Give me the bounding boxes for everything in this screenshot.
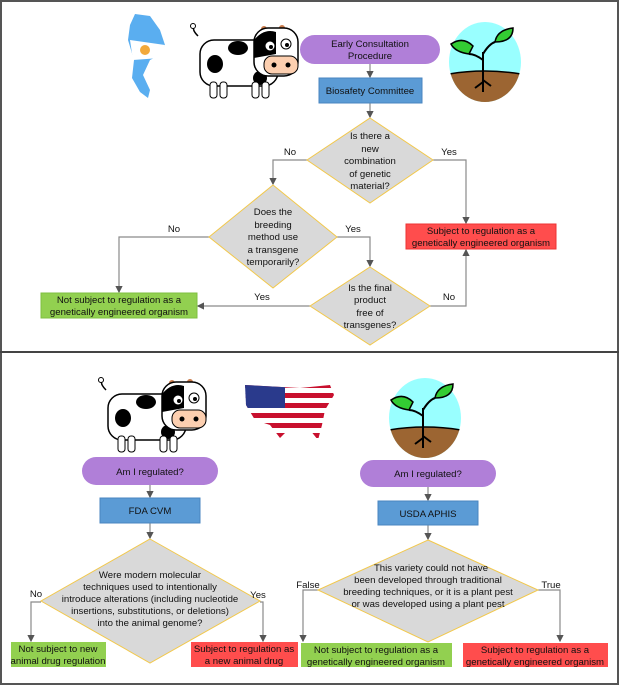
svg-text:Am I regulated?: Am I regulated? <box>116 467 184 478</box>
animal-no-label: No <box>30 589 42 600</box>
start-label: Early Consultation <box>331 39 409 50</box>
q2-yes-label: Yes <box>345 224 361 235</box>
animal-yes-label: Yes <box>250 590 266 601</box>
plant-icon <box>449 22 521 102</box>
fda-cvm-box: FDA CVM <box>99 497 201 524</box>
plant-start-am-i-regulated: Am I regulated? <box>360 460 496 487</box>
usa-flag-map-icon <box>245 385 334 440</box>
q1-no-label: No <box>284 147 296 158</box>
plant-true-label: True <box>541 580 560 591</box>
q1-yes-label: Yes <box>441 147 457 158</box>
biosafety-committee-box: Biosafety Committee <box>318 77 423 104</box>
plant-icon <box>389 378 461 458</box>
q2-no-label: No <box>168 224 180 235</box>
usa-panel: Am I regulated? FDA CVM Were modern mole… <box>11 376 608 668</box>
plant-false-label: False <box>296 580 319 591</box>
cow-icon <box>97 376 207 453</box>
svg-text:FDA CVM: FDA CVM <box>129 506 172 517</box>
svg-text:Subject to regulation asa new: Subject to regulation asa new animal dru… <box>194 644 294 667</box>
q3-no-label: No <box>443 292 455 303</box>
svg-text:USDA APHIS: USDA APHIS <box>399 509 456 520</box>
argentina-map-icon <box>128 14 165 98</box>
svg-text:Am I regulated?: Am I regulated? <box>394 469 462 480</box>
q3-yes-label: Yes <box>254 292 270 303</box>
cow-icon <box>189 22 299 99</box>
svg-text:Not subject to regulation as a: Not subject to regulation as ageneticall… <box>50 295 188 318</box>
animal-start-am-i-regulated: Am I regulated? <box>82 457 218 485</box>
svg-text:Biosafety Committee: Biosafety Committee <box>326 86 415 97</box>
usda-aphis-box: USDA APHIS <box>377 500 479 526</box>
svg-text:Not subject to regulation as a: Not subject to regulation as ageneticall… <box>307 645 445 668</box>
